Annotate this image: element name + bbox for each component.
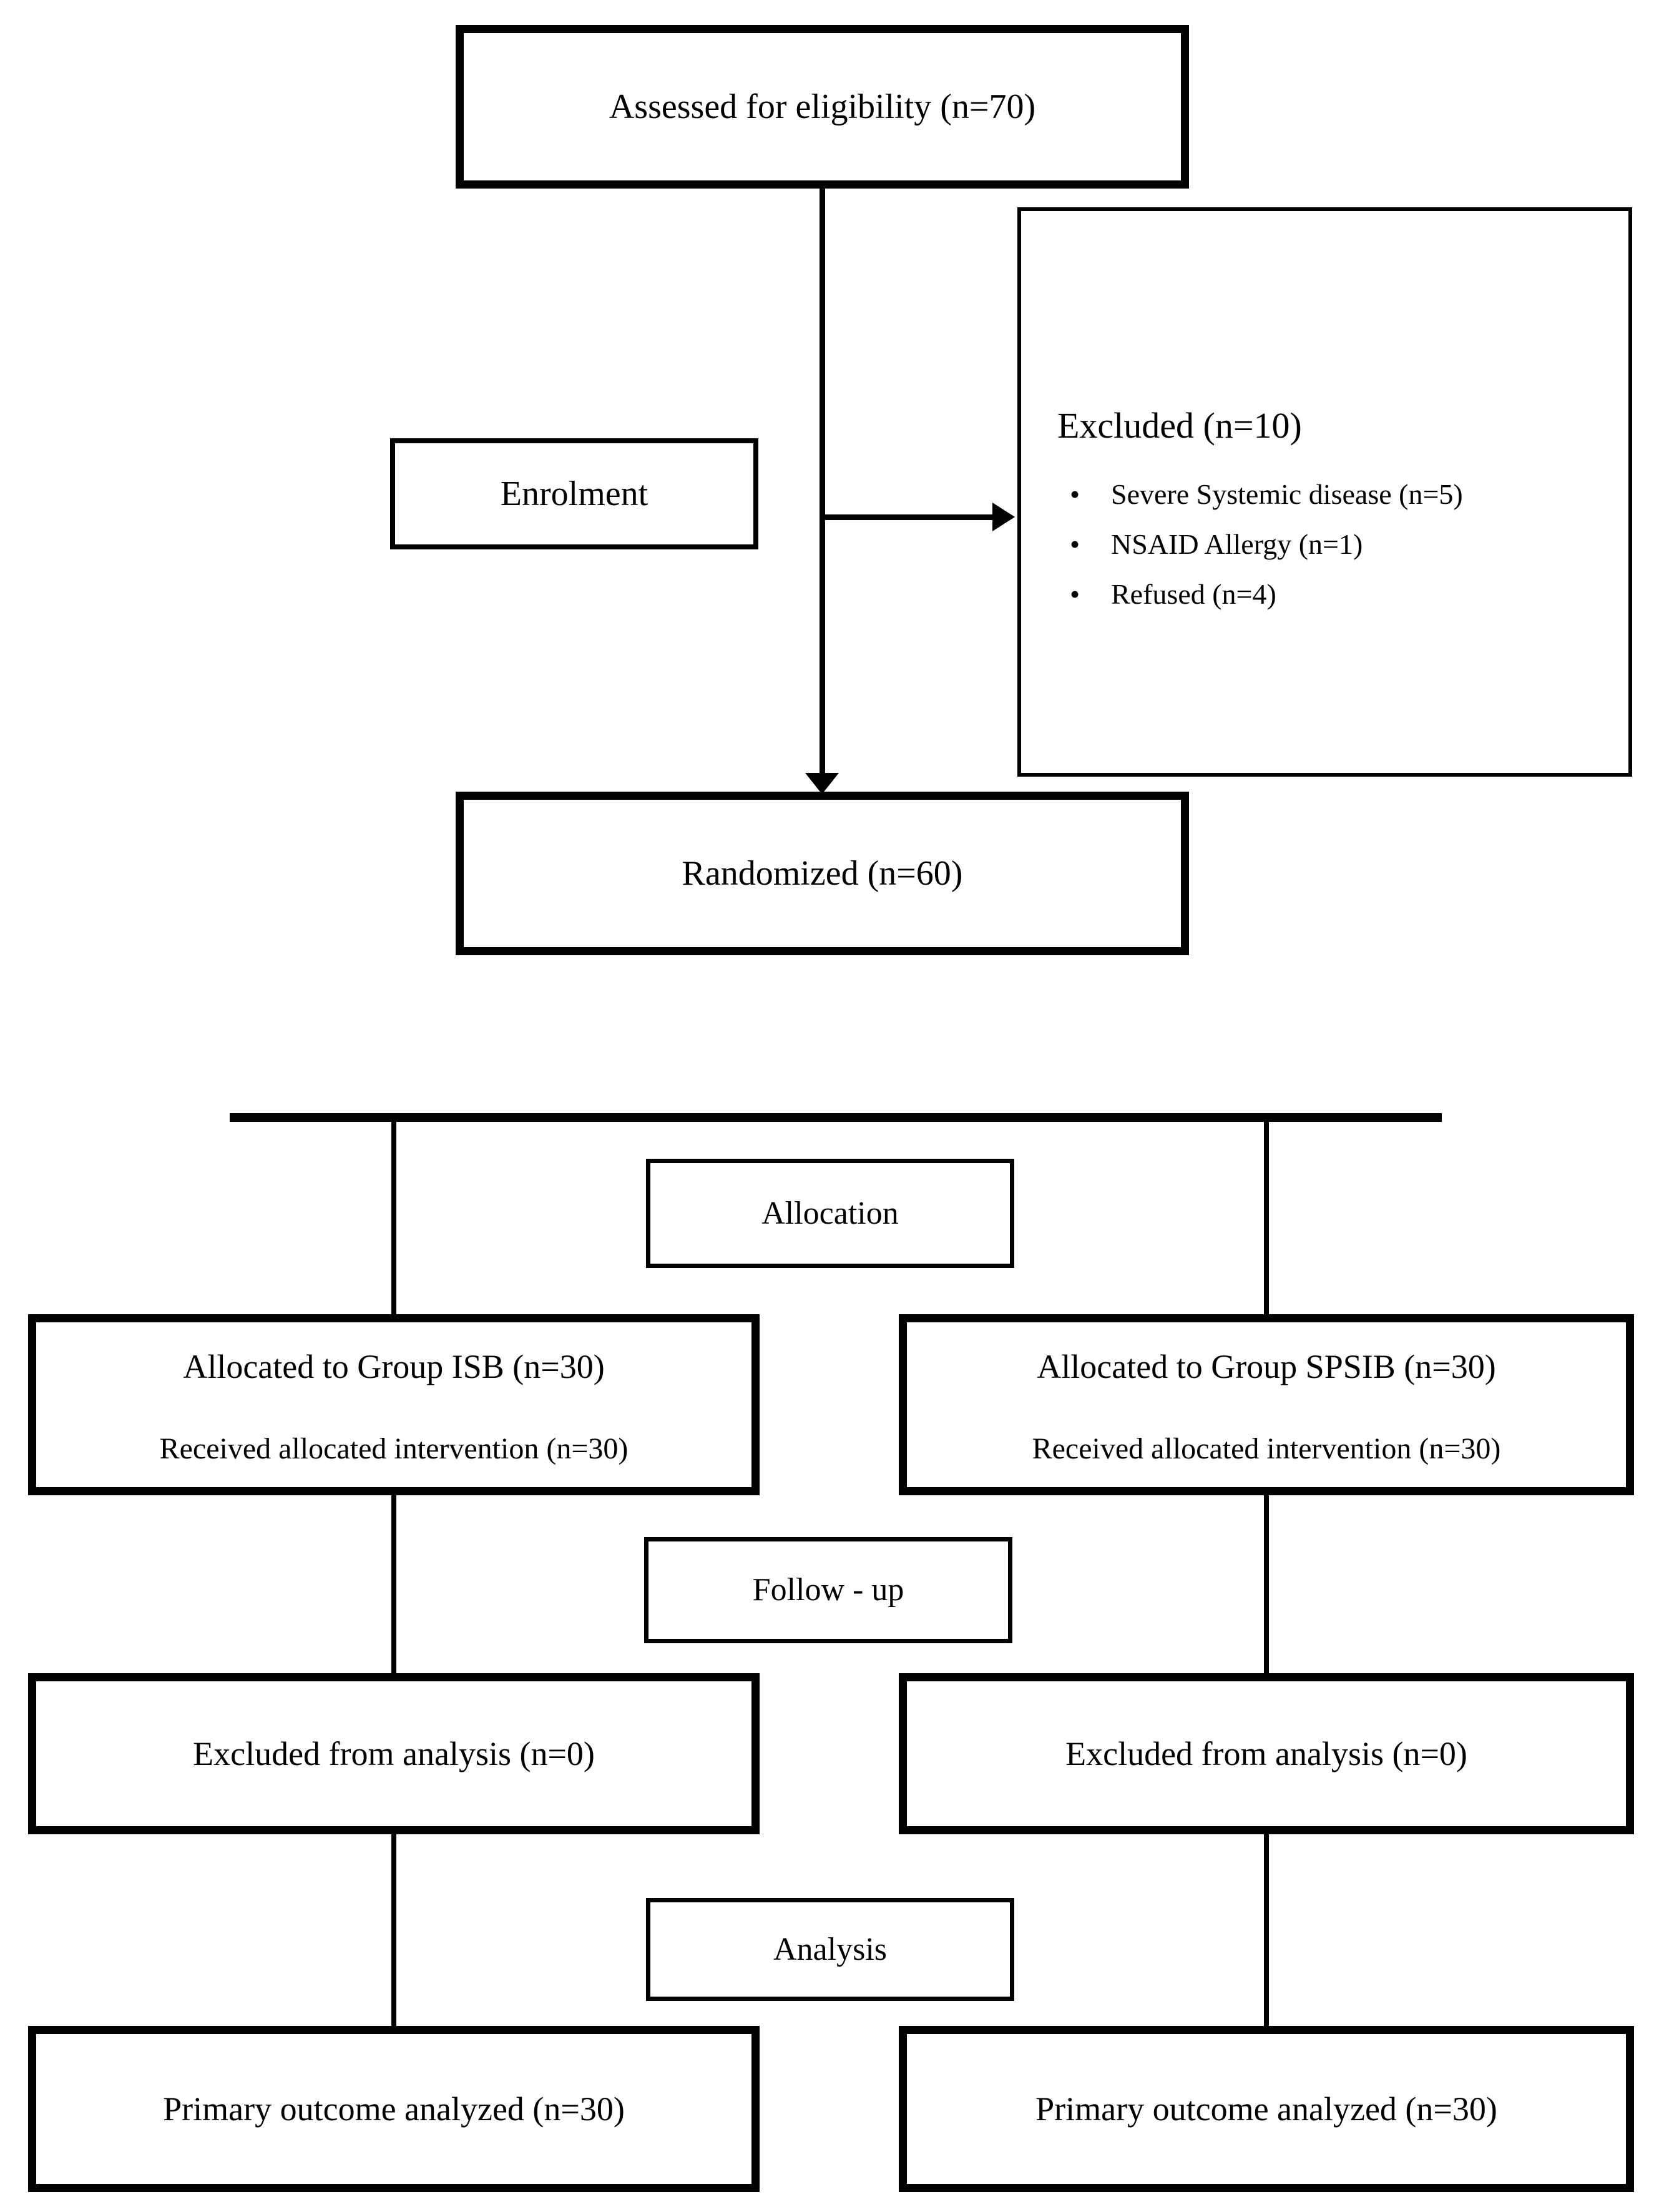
followup-stage-label: Follow - up	[752, 1572, 904, 1608]
primary-outcome-left-label: Primary outcome analyzed (n=30)	[163, 2090, 625, 2128]
branch-line-right-to-followup	[1264, 1495, 1269, 1673]
box-allocated-isb: Allocated to Group ISB (n=30) Received a…	[28, 1314, 760, 1495]
arrowhead-down-icon	[805, 773, 839, 794]
box-followup-stage: Follow - up	[644, 1537, 1012, 1643]
box-primary-outcome-right: Primary outcome analyzed (n=30)	[899, 2026, 1634, 2192]
arrowhead-right-icon	[992, 503, 1015, 531]
randomized-label: Randomized (n=60)	[682, 853, 963, 893]
allocated-isb-line2: Received allocated intervention (n=30)	[159, 1432, 629, 1465]
allocated-spsib-line2: Received allocated intervention (n=30)	[1032, 1432, 1501, 1465]
box-excluded-analysis-right: Excluded from analysis (n=0)	[899, 1673, 1634, 1834]
excluded-reason-list: Severe Systemic disease (n=5) NSAID Alle…	[1070, 469, 1463, 619]
enrolment-stage-label: Enrolment	[500, 474, 648, 513]
box-primary-outcome-left: Primary outcome analyzed (n=30)	[28, 2026, 760, 2192]
box-allocated-spsib: Allocated to Group SPSIB (n=30) Received…	[899, 1314, 1634, 1495]
allocation-stage-label: Allocation	[761, 1195, 899, 1231]
box-assessed-eligibility: Assessed for eligibility (n=70)	[456, 25, 1189, 189]
excluded-analysis-left-label: Excluded from analysis (n=0)	[193, 1734, 595, 1772]
branch-line-left-to-allocated	[391, 1122, 396, 1314]
connector-to-excluded	[822, 514, 994, 520]
allocation-branch-bar	[230, 1113, 1442, 1122]
box-enrolment-stage: Enrolment	[390, 438, 758, 549]
excluded-reason-item: NSAID Allergy (n=1)	[1070, 519, 1463, 569]
box-excluded-analysis-left: Excluded from analysis (n=0)	[28, 1673, 760, 1834]
excluded-title: Excluded (n=10)	[1057, 405, 1302, 446]
excluded-reason-item: Severe Systemic disease (n=5)	[1070, 469, 1463, 519]
box-analysis-stage: Analysis	[646, 1898, 1014, 2001]
branch-line-right-to-analysis	[1264, 1834, 1269, 2026]
assessed-eligibility-label: Assessed for eligibility (n=70)	[609, 87, 1036, 126]
allocated-isb-line1: Allocated to Group ISB (n=30)	[183, 1348, 605, 1385]
branch-line-left-to-followup	[391, 1495, 396, 1673]
excluded-analysis-right-label: Excluded from analysis (n=0)	[1065, 1734, 1467, 1772]
excluded-content: Excluded (n=10) Severe Systemic disease …	[1017, 207, 1632, 777]
box-randomized: Randomized (n=60)	[456, 792, 1189, 955]
analysis-stage-label: Analysis	[773, 1931, 887, 1967]
branch-line-left-to-analysis	[391, 1834, 396, 2026]
excluded-reason-item: Refused (n=4)	[1070, 569, 1463, 619]
primary-outcome-right-label: Primary outcome analyzed (n=30)	[1035, 2090, 1497, 2128]
allocated-spsib-line1: Allocated to Group SPSIB (n=30)	[1037, 1348, 1496, 1385]
box-allocation-stage: Allocation	[646, 1159, 1014, 1268]
connector-assessed-to-randomized	[820, 187, 825, 775]
branch-line-right-to-allocated	[1264, 1122, 1269, 1314]
